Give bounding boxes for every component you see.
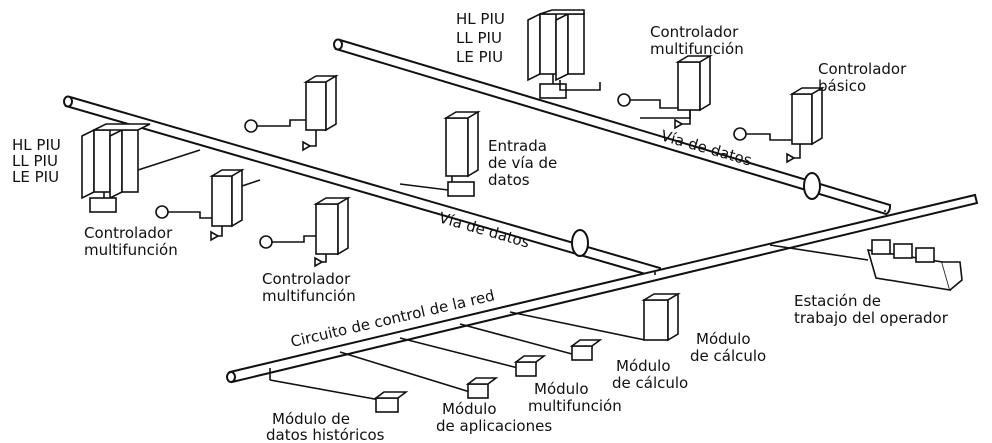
label-controlador-basico-2: básico — [818, 77, 866, 95]
label-left-piu-ll: LL PIU — [12, 152, 58, 170]
label-top-piu-ll: LL PIU — [456, 29, 502, 47]
label-estacion-1: Estación de — [794, 292, 881, 310]
label-modulo-historicos-b: datos históricos — [266, 426, 385, 443]
label-modulo-calculo-1-b: de cálculo — [690, 347, 766, 365]
label-entrada-3: datos — [488, 171, 530, 189]
label-modulo-multifuncion-b: multifunción — [528, 397, 622, 415]
modulo-aplicaciones-equipment — [465, 377, 499, 399]
operator-workstation — [866, 239, 963, 291]
label-controlador-bottom-2: multifunción — [262, 287, 356, 305]
label-top-piu-le: LE PIU — [456, 48, 503, 66]
piu-cabinets-top — [527, 9, 601, 99]
piu-cabinets-left — [81, 123, 201, 213]
controlador-multifuncion-bottom-equipment — [259, 196, 351, 268]
label-controlador-top-2: multifunción — [650, 40, 744, 58]
label-modulo-calculo-2-b: de cálculo — [612, 374, 688, 392]
label-entrada-2: de vía de — [488, 154, 557, 172]
label-modulo-multifuncion-a: Módulo — [534, 380, 589, 398]
label-controlador-basico-1: Controlador — [818, 60, 907, 78]
modulo-calculo-2-equipment — [569, 339, 603, 361]
controlador-multifuncion-left-equipment — [155, 168, 261, 242]
label-controlador-bottom-1: Controlador — [262, 270, 351, 288]
label-top-piu-hl: HL PIU — [456, 10, 505, 28]
label-via-datos-mid: Vía de datos — [437, 209, 532, 252]
label-modulo-aplicaciones-b: de aplicaciones — [436, 417, 552, 435]
label-controlador-left-1: Controlador — [84, 224, 173, 242]
label-left-piu-hl: HL PIU — [12, 136, 61, 154]
label-left-piu-le: LE PIU — [12, 168, 59, 186]
label-modulo-calculo-2-a: Módulo — [616, 357, 671, 375]
modulo-datos-historicos-equipment — [373, 391, 409, 413]
label-controlador-top-1: Controlador — [650, 23, 739, 41]
label-estacion-2: trabajo del operador — [794, 309, 949, 327]
network-control-circuit — [226, 193, 979, 401]
label-modulo-historicos-a: Módulo de — [272, 410, 350, 428]
label-modulo-calculo-1-a: Módulo — [696, 330, 751, 348]
modulo-multifuncion-equipment — [513, 355, 547, 377]
entrada-via-equipment — [399, 110, 481, 197]
label-controlador-left-2: multifunción — [84, 241, 178, 259]
data-highway-mid — [63, 95, 662, 279]
controller-mid-top — [244, 74, 339, 152]
controlador-multifuncion-top-equipment — [617, 54, 713, 130]
data-highway-top — [333, 38, 892, 216]
modulo-calculo-1-equipment — [641, 292, 681, 342]
label-modulo-aplicaciones-a: Módulo — [442, 400, 497, 418]
controlador-basico-equipment — [733, 86, 825, 164]
label-entrada-1: Entrada — [488, 137, 547, 155]
